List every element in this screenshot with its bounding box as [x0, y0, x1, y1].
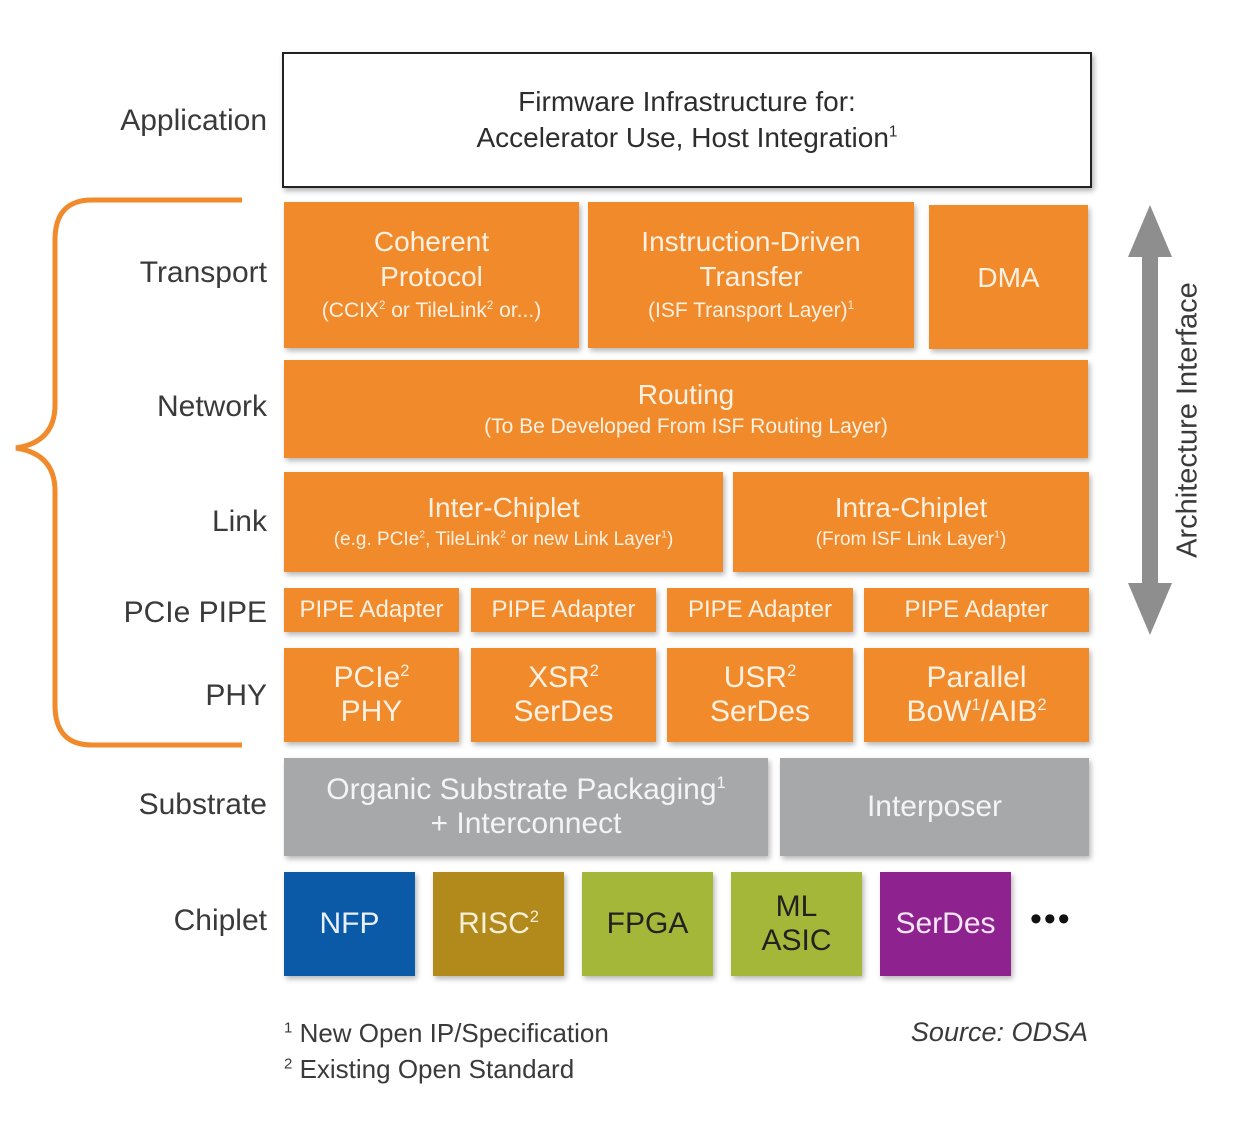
routing-detail: (To Be Developed From ISF Routing Layer): [484, 414, 888, 438]
instruction-detail: (ISF Transport Layer)1: [648, 299, 854, 322]
chiplet-fpga-label: FPGA: [606, 907, 689, 940]
phy-pcie: PCIe2 PHY: [284, 648, 459, 742]
instruction-driven-transfer-box: Instruction-Driven Transfer (ISF Transpo…: [588, 202, 914, 348]
transfer-title: Transfer: [699, 261, 803, 292]
routing-title: Routing: [637, 378, 735, 410]
organic-substrate-line2: + Interconnect: [430, 807, 622, 840]
pipe-adapter-1: PIPE Adapter: [284, 588, 459, 632]
layer-label-link: Link: [211, 505, 267, 538]
footnote-1: 1 New Open IP/Specification: [284, 1018, 609, 1048]
layer-label-chiplet: Chiplet: [173, 904, 267, 937]
inter-chiplet-box: Inter-Chiplet (e.g. PCIe2, TileLink2 or …: [284, 472, 723, 572]
chiplet-ml-line1: ML: [775, 890, 818, 923]
phy-pcie-line2: PHY: [340, 695, 403, 728]
chiplet-risc-label: RISC2: [458, 907, 539, 940]
coherent-detail: (CCIX2 or TileLink2 or...): [321, 299, 542, 322]
intra-chiplet-box: Intra-Chiplet (From ISF Link Layer1): [733, 472, 1089, 572]
interposer-title: Interposer: [866, 790, 1003, 823]
chiplet-serdes-label: SerDes: [895, 907, 996, 940]
pipe-adapter-3: PIPE Adapter: [667, 588, 853, 632]
source-credit: Source: ODSA: [910, 1017, 1088, 1047]
layer-label-application: Application: [120, 104, 267, 137]
inter-chiplet-title: Inter-Chiplet: [427, 491, 580, 523]
phy-xsr-line2: SerDes: [513, 695, 614, 728]
routing-box: Routing (To Be Developed From ISF Routin…: [284, 360, 1088, 458]
footnote-2: 2 Existing Open Standard: [284, 1054, 575, 1084]
more-chiplets-ellipsis: •••: [1030, 900, 1072, 938]
chiplet-nfp-label: NFP: [319, 907, 380, 940]
application-line2: Accelerator Use, Host Integration1: [476, 122, 898, 153]
layer-label-phy: PHY: [205, 679, 267, 712]
chiplet-nfp: NFP: [284, 872, 415, 976]
chiplet-risc: RISC2: [433, 872, 564, 976]
protocol-title: Protocol: [380, 261, 483, 292]
chiplet-ml-line2: ASIC: [761, 924, 832, 957]
phy-pcie-line1: PCIe2: [333, 661, 410, 694]
phy-xsr-serdes: XSR2 SerDes: [471, 648, 656, 742]
chiplet-fpga: FPGA: [582, 872, 713, 976]
organic-substrate-line1: Organic Substrate Packaging1: [326, 773, 726, 806]
architecture-interface-label: Architecture Interface: [1171, 282, 1204, 558]
pipe-adapter-2: PIPE Adapter: [471, 588, 656, 632]
instruction-title: Instruction-Driven: [641, 226, 861, 257]
layer-label-substrate: Substrate: [138, 788, 267, 821]
phy-usr-line2: SerDes: [709, 695, 811, 728]
phy-parallel-line2: BoW1/AIB2: [906, 695, 1047, 728]
phy-usr-serdes: USR2 SerDes: [667, 648, 853, 742]
application-line1: Firmware Infrastructure for:: [518, 86, 856, 117]
intra-chiplet-detail: (From ISF Link Layer1): [815, 528, 1007, 550]
application-box: Firmware Infrastructure for: Accelerator…: [282, 52, 1092, 188]
layer-label-transport: Transport: [139, 256, 267, 289]
dma-box: DMA: [929, 205, 1088, 349]
pipe-adapter-4: PIPE Adapter: [864, 588, 1089, 632]
coherent-protocol-box: Coherent Protocol (CCIX2 or TileLink2 or…: [284, 202, 579, 348]
coherent-title: Coherent: [373, 226, 490, 257]
dma-title: DMA: [977, 261, 1040, 293]
architecture-interface-arrow-icon: [1128, 205, 1172, 635]
interposer-box: Interposer: [780, 758, 1089, 856]
chiplet-serdes: SerDes: [880, 872, 1011, 976]
phy-usr-line1: USR2: [723, 661, 797, 694]
layer-group-brace-icon: [15, 197, 242, 748]
layer-label-network: Network: [156, 390, 267, 423]
organic-substrate-box: Organic Substrate Packaging1 + Interconn…: [284, 758, 768, 856]
chiplet-ml-asic: ML ASIC: [731, 872, 862, 976]
inter-chiplet-detail: (e.g. PCIe2, TileLink2 or new Link Layer…: [333, 528, 674, 550]
intra-chiplet-title: Intra-Chiplet: [834, 491, 988, 523]
phy-parallel-line1: Parallel: [926, 661, 1027, 694]
phy-parallel-bow-aib: Parallel BoW1/AIB2: [864, 648, 1089, 742]
layer-label-pcie-pipe: PCIe PIPE: [123, 596, 267, 629]
phy-xsr-line1: XSR2: [528, 661, 599, 694]
